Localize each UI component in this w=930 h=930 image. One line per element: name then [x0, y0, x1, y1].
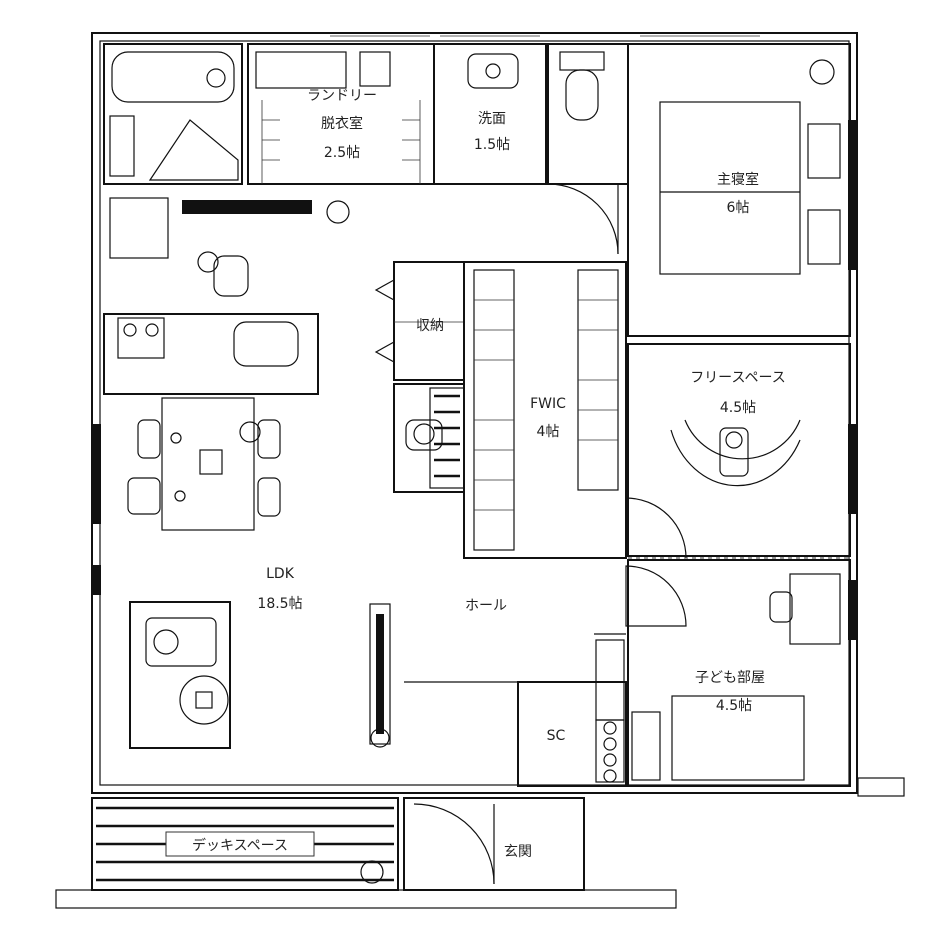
- dining-table: [127, 397, 281, 531]
- storage-label: 収納: [416, 318, 444, 334]
- laundry-label-2: 脱衣室: [321, 115, 363, 132]
- laundry-label: ランドリー: [307, 88, 377, 104]
- laundry-shelves: [262, 119, 420, 161]
- kids-room: 子ども部屋 4.5帖: [627, 557, 851, 787]
- storage: 収納: [374, 261, 465, 381]
- hall-label: ホール: [465, 598, 507, 614]
- hall: ホール: [404, 557, 687, 683]
- toilet: [547, 43, 629, 255]
- ldk-size: 18.5帖: [257, 596, 302, 612]
- sofa: [129, 601, 231, 749]
- master-bedroom-size: 6帖: [727, 200, 750, 216]
- free-space-size: 4.5帖: [720, 400, 756, 416]
- washroom-size: 1.5帖: [474, 137, 510, 153]
- deck-space: デッキスペース: [91, 797, 399, 891]
- tv-board: [369, 603, 391, 748]
- ldk-label: LDK: [266, 566, 295, 582]
- kids-room-label: 子ども部屋: [695, 670, 765, 686]
- washroom-label: 洗面: [478, 111, 506, 127]
- master-bedroom: 主寝室 6帖: [627, 43, 851, 337]
- outer-walls: [91, 32, 858, 794]
- laundry-room: ランドリー 脱衣室 2.5帖: [247, 43, 435, 185]
- free-space-room: フリースペース 4.5帖: [625, 343, 851, 559]
- chair-icon: [719, 427, 749, 477]
- ldk-room: LDK 18.5帖: [127, 397, 391, 749]
- laundry-size: 2.5帖: [324, 145, 360, 161]
- fwic-size: 4帖: [537, 424, 560, 440]
- entrance: 玄関: [403, 797, 585, 891]
- kitchen: [103, 197, 350, 395]
- shoe-closet: SC: [517, 639, 627, 787]
- foundation-line: [55, 777, 905, 909]
- bathroom: [103, 43, 243, 185]
- person-desk-icon: [405, 419, 443, 451]
- washroom: 洗面 1.5帖: [433, 43, 547, 185]
- master-bedroom-label: 主寝室: [717, 171, 759, 188]
- entrance-label: 玄関: [504, 843, 532, 860]
- shoe-closet-label: SC: [547, 728, 566, 744]
- kids-room-size: 4.5帖: [716, 698, 752, 714]
- deck-label: デッキスペース: [192, 837, 288, 854]
- stair-block: [393, 383, 465, 493]
- fwic-label: FWIC: [530, 396, 566, 412]
- free-space-label: フリースペース: [690, 370, 786, 386]
- person-cooking-icon: [197, 251, 249, 297]
- walk-in-closet: FWIC 4帖: [463, 261, 627, 559]
